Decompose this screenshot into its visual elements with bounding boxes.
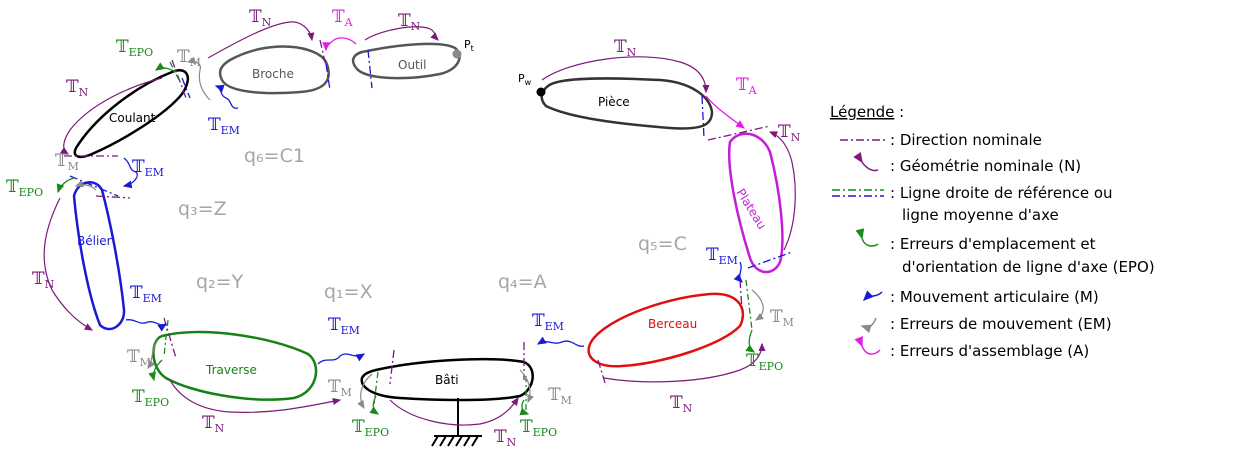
t-n-label: 𝕋N — [66, 77, 89, 99]
t-n-label: 𝕋N — [614, 37, 637, 59]
t-n-label: 𝕋N — [202, 413, 225, 435]
t-n-label: 𝕋N — [249, 7, 272, 29]
part-outlines — [72, 42, 784, 402]
legend-item-reference-line: : Ligne droite de référence ou — [890, 184, 1113, 202]
label-piece: Pièce — [598, 95, 630, 109]
label-belier: Bélier — [77, 234, 112, 248]
t-m-label: 𝕋M — [548, 385, 572, 407]
t-m-label: 𝕋M — [127, 347, 151, 369]
legend-item-nominal-direction: : Direction nominale — [890, 131, 1042, 149]
t-em-label: 𝕋EM — [532, 311, 564, 333]
t-em-label: 𝕋EM — [328, 315, 360, 337]
t-em-label: 𝕋EM — [208, 115, 240, 137]
svg-text:Pt: Pt — [464, 38, 474, 53]
label-berceau: Berceau — [648, 317, 697, 331]
plateau-outline — [728, 132, 784, 274]
t-epo-label: 𝕋EPO — [116, 37, 153, 59]
legend-item-motion-error: : Erreurs de mouvement (EM) — [890, 315, 1112, 333]
t-m-label: 𝕋M — [177, 47, 201, 69]
legend-symbol-motion-error — [860, 317, 877, 334]
t-epo-label: 𝕋EPO — [352, 417, 389, 439]
assembly-error-arrows — [322, 37, 746, 129]
t-m-label: 𝕋M — [55, 151, 79, 173]
t-epo-label: 𝕋EPO — [746, 351, 783, 373]
t-a-label: 𝕋A — [332, 7, 354, 29]
joint-q4: q₄=A — [498, 271, 547, 293]
t-em-label: 𝕋EM — [706, 245, 738, 267]
joint-movement-arrows — [122, 84, 743, 365]
transform-labels: 𝕋N 𝕋N 𝕋N 𝕋N 𝕋N 𝕋N 𝕋N 𝕋N 𝕋N 𝕋A 𝕋A 𝕋M 𝕋M 𝕋… — [6, 7, 801, 449]
label-broche: Broche — [252, 67, 294, 81]
joint-q2: q₂=Y — [196, 271, 244, 293]
t-n-label: 𝕋N — [494, 427, 517, 449]
joint-q3: q₃=Z — [178, 198, 227, 220]
broche-outline — [218, 45, 330, 95]
ground-support — [431, 398, 482, 447]
t-a-label: 𝕋A — [736, 75, 758, 97]
belier-outline — [72, 181, 126, 331]
legend-item-nominal-geometry: : Géométrie nominale (N) — [890, 157, 1081, 175]
svg-text:Pw: Pw — [518, 72, 532, 87]
label-traverse: Traverse — [205, 363, 257, 377]
berceau-outline — [587, 292, 745, 368]
joint-q6: q₆=C1 — [244, 145, 305, 167]
legend-symbol-joint-movement — [862, 290, 883, 302]
t-n-label: 𝕋N — [670, 393, 693, 415]
joint-labels: q₆=C1 q₃=Z q₂=Y q₁=X q₄=A q₅=C — [178, 145, 687, 303]
t-epo-label: 𝕋EPO — [132, 387, 169, 409]
part-labels: Broche Outil Coulant Bélier Traverse Bât… — [77, 58, 769, 387]
legend-symbol-reference-line — [832, 189, 884, 197]
t-m-label: 𝕋M — [328, 377, 352, 399]
point-pt: Pt — [452, 38, 474, 59]
label-coulant: Coulant — [109, 111, 156, 125]
t-m-label: 𝕋M — [770, 307, 794, 329]
legend-item-joint-movement: : Mouvement articulaire (M) — [890, 288, 1099, 306]
label-outil: Outil — [398, 58, 426, 72]
motion-error-arrows — [74, 56, 764, 410]
traverse-outline — [152, 330, 318, 401]
nominal-geometry-arrows — [43, 21, 796, 426]
t-epo-label: 𝕋EPO — [6, 177, 43, 199]
reference-lines — [69, 49, 793, 269]
piece-outline — [540, 77, 714, 130]
label-plateau: Plateau — [733, 186, 769, 232]
legend-title: Légende : — [830, 103, 904, 121]
legend-symbol-nominal-geometry — [853, 152, 879, 172]
t-n-label: 𝕋N — [32, 269, 55, 291]
bati-outline — [360, 357, 534, 402]
legend-item-epo: : Erreurs d'emplacement et — [890, 235, 1096, 253]
t-n-label: 𝕋N — [398, 11, 421, 33]
t-em-label: 𝕋EM — [132, 157, 164, 179]
legend-symbol-assembly-error — [854, 335, 881, 355]
outil-outline — [351, 42, 461, 80]
epo-marks — [56, 61, 756, 416]
point-pw: Pw — [518, 72, 546, 97]
legend-item-assembly-error: : Erreurs d'assemblage (A) — [890, 342, 1089, 360]
legend-item-epo-2: d'orientation de ligne d'axe (EPO) — [902, 258, 1155, 276]
t-epo-label: 𝕋EPO — [520, 417, 557, 439]
legend: Légende : : Direction nominale : Géométr… — [830, 103, 1155, 360]
joint-q1: q₁=X — [324, 281, 373, 303]
joint-q5: q₅=C — [638, 233, 687, 255]
t-em-label: 𝕋EM — [130, 283, 162, 305]
label-bati: Bâti — [435, 373, 459, 387]
legend-item-reference-line-2: ligne moyenne d'axe — [902, 206, 1059, 224]
legend-symbol-epo — [855, 228, 879, 247]
t-n-label: 𝕋N — [778, 122, 801, 144]
